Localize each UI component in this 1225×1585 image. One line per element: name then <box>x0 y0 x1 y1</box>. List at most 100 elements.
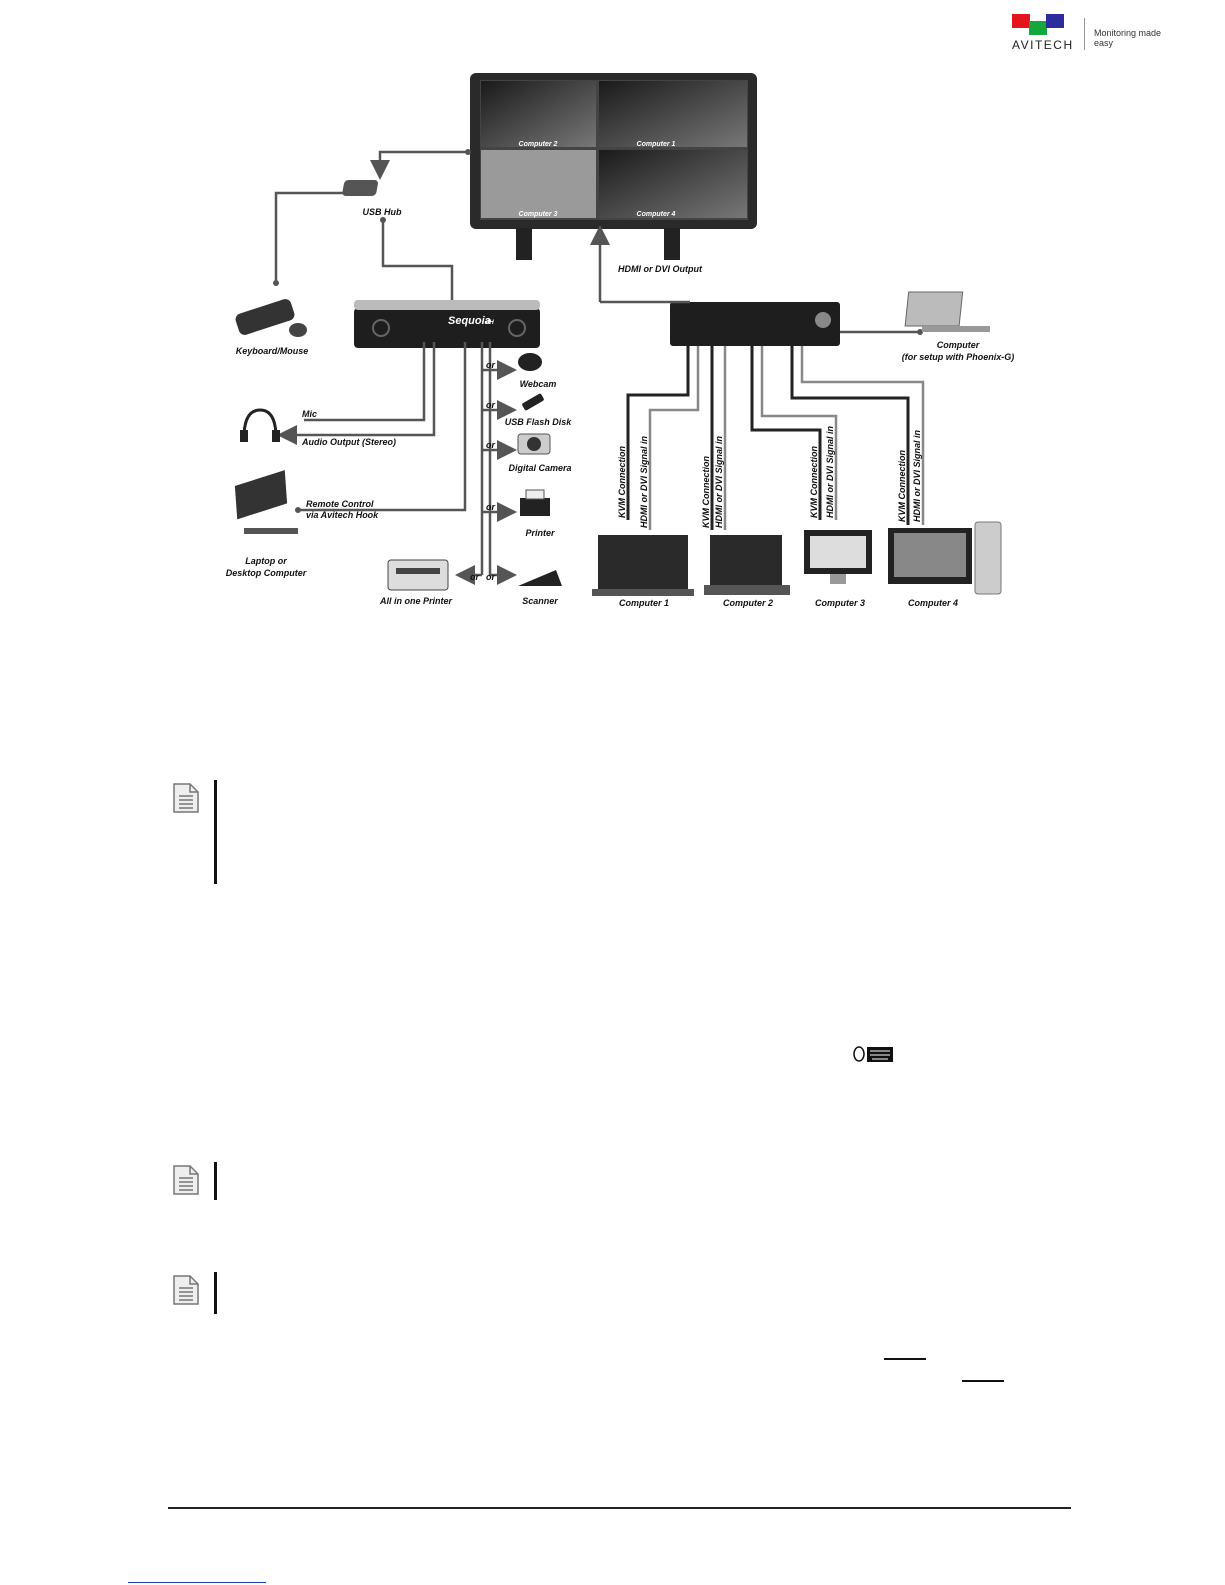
footer-link-underline[interactable] <box>128 1582 266 1583</box>
multiviewer-body <box>670 302 840 346</box>
sequoia-device: Sequoia 4H <box>354 300 540 348</box>
footer-rule <box>168 1507 1071 1509</box>
note-bar <box>214 1272 217 1314</box>
keyboard-mouse: Keyboard/Mouse <box>235 299 309 356</box>
usb-flash-label: USB Flash Disk <box>505 417 573 427</box>
c3-signal-line <box>760 346 838 520</box>
laptop-label-1: Laptop or <box>245 556 287 566</box>
monitor-tile-3 <box>481 150 596 218</box>
usb-hub: USB Hub <box>342 180 402 217</box>
hub-to-keyboard-line <box>274 191 365 283</box>
remote-label-1: Remote Control <box>306 499 374 509</box>
multiviewer-monitor: Computer 2 Computer 1 Computer 3 Compute… <box>470 73 757 260</box>
note-bar <box>214 1162 217 1200</box>
c3-kvm-line <box>750 346 822 520</box>
c1-kvm-label: KVM Connection <box>617 446 627 518</box>
logo-separator <box>1084 18 1085 50</box>
tile-label-1: Computer 2 <box>519 141 558 148</box>
or-label-1: or <box>486 360 495 370</box>
or-label-6: or <box>486 572 495 582</box>
underline-mark-1 <box>884 1358 926 1360</box>
setup-computer-label-1: Computer <box>937 340 980 350</box>
logo-tagline: Monitoring made easy <box>1094 28 1162 48</box>
laptop-icon <box>234 470 298 534</box>
keyboard-shape <box>235 299 295 335</box>
remote-label-2: via Avitech Hook <box>306 510 379 520</box>
remote-control-line <box>298 342 467 512</box>
tile-label-3: Computer 3 <box>519 211 558 218</box>
connection-diagram: Computer 2 Computer 1 Computer 3 Compute… <box>226 73 1015 608</box>
keyboard-mouse-label: Keyboard/Mouse <box>236 346 309 356</box>
monitor-stand-right <box>664 228 680 260</box>
computer-1-label: Computer 1 <box>619 598 669 608</box>
hub-to-monitor-line <box>370 150 468 180</box>
mouse-shape <box>289 323 307 337</box>
printer-label: Printer <box>525 528 555 538</box>
mouse-keyboard-icon <box>852 1044 894 1064</box>
setup-laptop-icon <box>904 291 990 332</box>
sequoia-vent-left <box>372 319 390 337</box>
computer-2-label: Computer 2 <box>723 598 773 608</box>
computer-2-laptop <box>704 535 790 595</box>
aio-printer-icon <box>387 559 449 591</box>
scanner-label: Scanner <box>522 596 558 606</box>
c1-signal-line <box>648 346 700 530</box>
computer-4-mac-pro <box>888 521 1002 595</box>
c3-kvm-label: KVM Connection <box>809 446 819 518</box>
usb-bus-line-2 <box>488 342 517 585</box>
c2-kvm-label: KVM Connection <box>701 456 711 528</box>
sequoia-body <box>354 308 540 348</box>
c2-signal-label: HDMI or DVI Signal in <box>714 435 724 528</box>
usb-flash-icon <box>522 393 544 411</box>
c4-kvm-label: KVM Connection <box>897 450 907 522</box>
sequoia-top <box>354 300 540 310</box>
c4-signal-label: HDMI or DVI Signal in <box>912 429 922 522</box>
tile-label-4: Computer 4 <box>637 211 676 218</box>
computer-1-laptop <box>592 535 694 596</box>
computer-3-label: Computer 3 <box>815 598 865 608</box>
tile-label-2: Computer 1 <box>637 141 676 148</box>
sequoia-vent-right <box>508 319 526 337</box>
aio-printer-label: All in one Printer <box>379 596 453 606</box>
c1-kvm-line <box>626 346 690 520</box>
webcam-icon <box>518 353 542 371</box>
c1-signal-label: HDMI or DVI Signal in <box>639 435 649 528</box>
logo-red-square <box>1012 14 1030 28</box>
headset-icon <box>240 408 280 442</box>
printer-icon <box>520 489 550 516</box>
or-label-3: or <box>486 440 495 450</box>
sequoia-model: 4H <box>485 320 494 326</box>
monitor-tile-2 <box>599 81 747 147</box>
monitor-tile-1 <box>481 81 596 147</box>
camera-label: Digital Camera <box>508 463 571 473</box>
logo-blue-square <box>1046 14 1064 28</box>
hub-to-device-line <box>381 220 454 300</box>
computer-4-label: Computer 4 <box>908 598 958 608</box>
audio-output-label: Audio Output (Stereo) <box>301 437 396 447</box>
or-label-4: or <box>486 502 495 512</box>
camera-icon <box>517 433 551 455</box>
or-label-5: or <box>470 572 479 582</box>
note-document-icon <box>173 1165 199 1195</box>
hdmi-output-label: HDMI or DVI Output <box>618 264 703 274</box>
audio-out-line <box>277 342 436 445</box>
multiviewer-box <box>670 302 840 346</box>
avitech-logo: AVITECH Monitoring made easy <box>1012 14 1182 54</box>
note-bar <box>214 780 217 884</box>
computer-3-imac <box>804 530 872 584</box>
scanner-icon <box>518 570 562 586</box>
monitor-tile-4 <box>599 150 747 218</box>
c4-kvm-line <box>790 346 910 525</box>
note-document-icon <box>173 783 199 813</box>
logo-wordmark: AVITECH <box>1012 38 1074 52</box>
laptop-label-2: Desktop Computer <box>226 568 307 578</box>
or-label-2: or <box>486 400 495 410</box>
setup-computer-label-2: (for setup with Phoenix-G) <box>902 352 1015 362</box>
logo-green-square <box>1029 21 1047 35</box>
sequoia-name: Sequoia <box>448 315 491 327</box>
c3-signal-label: HDMI or DVI Signal in <box>825 425 835 518</box>
mic-line <box>304 342 426 422</box>
c4-signal-line <box>800 346 925 525</box>
multiviewer-knob <box>815 312 831 328</box>
